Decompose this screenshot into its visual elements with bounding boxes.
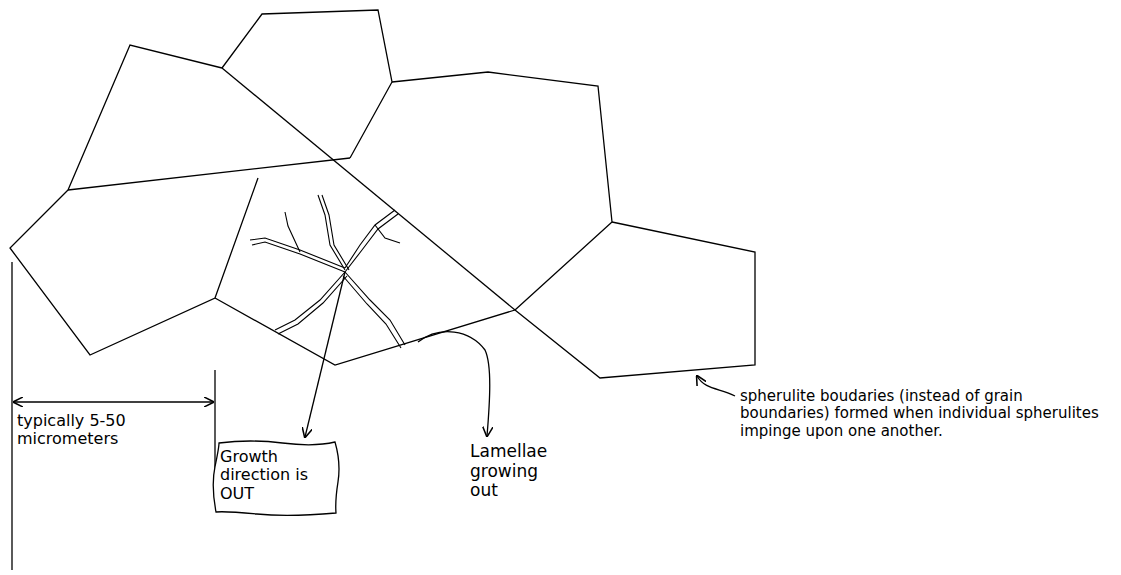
leader-line	[697, 376, 735, 396]
dimension-label: typically 5-50 micrometers	[17, 412, 127, 449]
callout-label: Lamellae growing out	[470, 442, 555, 501]
leader-line	[305, 272, 345, 437]
leader-line	[418, 332, 490, 436]
box-text: Growth direction is OUT	[220, 448, 332, 503]
lamellae	[250, 195, 405, 348]
spherulite-boundaries	[10, 10, 755, 378]
callout-box: Growth direction is OUT	[212, 440, 340, 516]
dimension-marker	[12, 262, 215, 570]
note-text: spherulite boudaries (instead of grain b…	[740, 388, 1100, 440]
